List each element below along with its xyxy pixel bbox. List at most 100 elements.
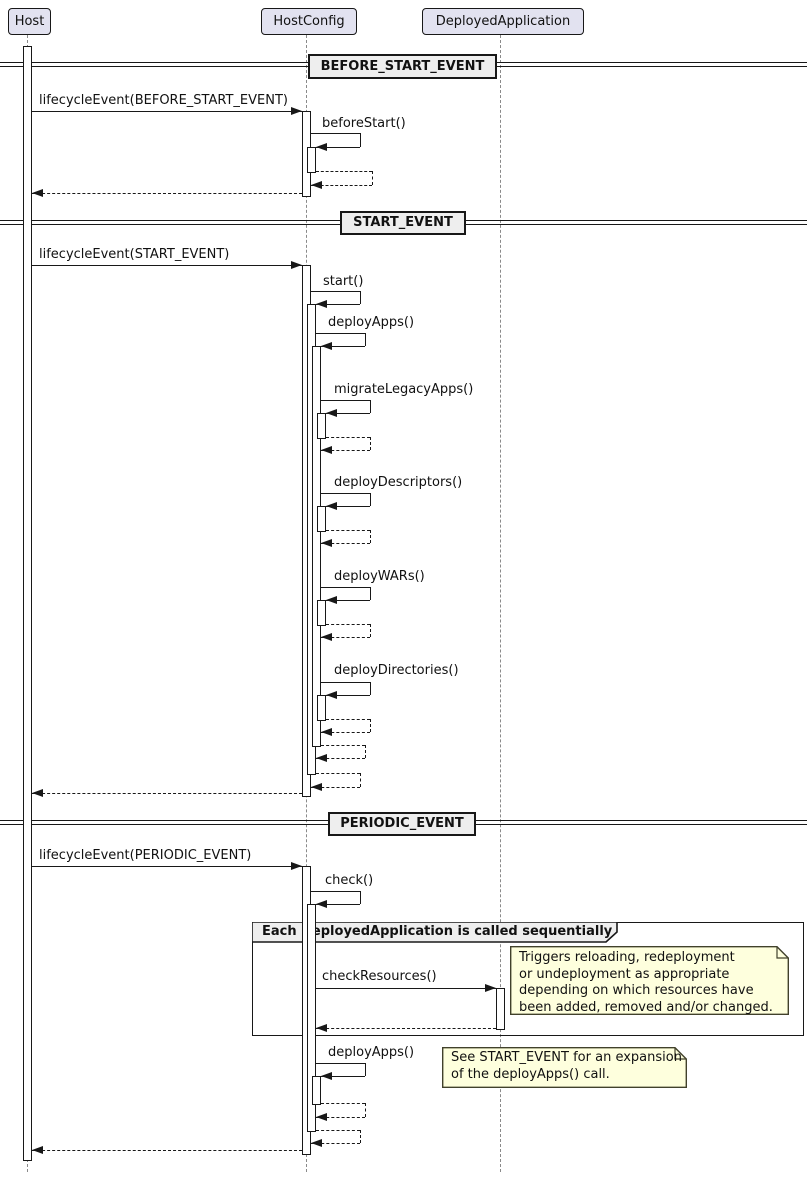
- selfcall-bottom: [326, 695, 370, 696]
- selfcall-bottom: [316, 304, 360, 305]
- note-text: See START_EVENT for an expansion of the …: [451, 1050, 682, 1083]
- arrowhead: [316, 300, 327, 308]
- arrowhead: [326, 409, 337, 417]
- return-right: [365, 1103, 366, 1117]
- message-label-deploydescriptors: deployDescriptors(): [334, 475, 463, 490]
- selfcall-right: [360, 133, 361, 147]
- return-bottom: [311, 787, 360, 788]
- activation-deployedapplication: [496, 988, 505, 1030]
- selfcall-bottom: [326, 413, 370, 414]
- return-bottom: [321, 732, 370, 733]
- note-line: See START_EVENT for an expansion: [451, 1050, 682, 1065]
- message-label-start: start(): [323, 274, 364, 289]
- selfcall-top: [311, 133, 360, 134]
- arrowhead: [316, 900, 327, 908]
- return-right: [365, 745, 366, 758]
- note-line: Triggers reloading, redeployment: [519, 950, 735, 965]
- arrowhead: [321, 633, 332, 641]
- return-top: [326, 624, 370, 625]
- selfcall-bottom: [316, 904, 360, 905]
- selfcall-bottom: [316, 147, 360, 148]
- selfcall-top: [321, 587, 370, 588]
- arrowhead: [326, 596, 337, 604]
- selfcall-top: [321, 400, 370, 401]
- divider-before-start-event: BEFORE_START_EVENT: [308, 54, 497, 79]
- return-bottom: [321, 450, 370, 451]
- note-shape: [442, 1047, 687, 1088]
- activation-deploydirectories: [317, 695, 326, 721]
- selfcall-top: [321, 493, 370, 494]
- selfcall-bottom: [326, 600, 370, 601]
- return-top: [326, 437, 370, 438]
- return-top: [326, 719, 370, 720]
- arrowhead: [291, 261, 302, 269]
- return-top: [316, 171, 372, 172]
- arrowhead: [485, 984, 496, 992]
- arrowhead: [316, 1113, 327, 1121]
- selfcall-top: [321, 682, 370, 683]
- return-right: [370, 719, 371, 732]
- selfcall-bottom: [321, 1076, 365, 1077]
- arrowhead: [316, 1024, 327, 1032]
- activation-migratelegacyapps: [317, 413, 326, 439]
- note-line: been added, removed and/or changed.: [519, 999, 773, 1015]
- selfcall-top: [316, 333, 365, 334]
- return-top: [321, 1103, 365, 1104]
- message-label-lifecycle-before: lifecycleEvent(BEFORE_START_EVENT): [39, 93, 288, 108]
- arrowhead: [321, 1072, 332, 1080]
- arrowhead: [311, 783, 322, 791]
- return-line-start: [32, 793, 302, 794]
- message-label-deploydirectories: deployDirectories(): [334, 663, 459, 678]
- group-header: Each DeployedApplication is called seque…: [251, 921, 618, 943]
- note-check-resources: Triggers reloading, redeployment or unde…: [510, 946, 789, 1015]
- note-deployapps-expansion: See START_EVENT for an expansion of the …: [442, 1047, 687, 1088]
- selfcall-right: [370, 587, 371, 600]
- arrowhead: [311, 181, 322, 189]
- return-bottom: [321, 637, 370, 638]
- note-line: or undeployment as appropriate: [519, 966, 730, 982]
- return-bottom: [311, 1143, 360, 1144]
- message-label-lifecycle-periodic: lifecycleEvent(PERIODIC_EVENT): [39, 848, 252, 863]
- selfcall-right: [365, 333, 366, 346]
- activation-beforestart: [307, 147, 316, 173]
- activation-deploydescriptors: [317, 506, 326, 532]
- selfcall-top: [311, 291, 360, 292]
- arrowhead: [326, 502, 337, 510]
- message-line-checkresources: [316, 988, 496, 989]
- divider-periodic-event: PERIODIC_EVENT: [328, 812, 476, 836]
- activation-check: [307, 904, 316, 1132]
- message-label-deploywars: deployWARs(): [334, 569, 425, 584]
- message-label-checkresources: checkResources(): [322, 969, 437, 984]
- selfcall-right: [370, 682, 371, 695]
- return-right: [360, 1130, 361, 1143]
- group-header-shape: [251, 921, 618, 943]
- selfcall-bottom: [326, 506, 370, 507]
- arrowhead: [321, 539, 332, 547]
- participant-host: Host: [8, 8, 51, 35]
- return-bottom: [316, 1117, 365, 1118]
- message-line-lifecycle-before: [32, 111, 302, 112]
- note-text: Triggers reloading, redeployment or unde…: [519, 950, 773, 1016]
- message-label-beforestart: beforeStart(): [322, 116, 406, 131]
- arrowhead: [311, 1139, 322, 1147]
- arrowhead: [316, 143, 327, 151]
- selfcall-top: [311, 891, 360, 892]
- return-line-periodic: [32, 1150, 302, 1151]
- message-label-deployapps-periodic: deployApps(): [328, 1045, 415, 1060]
- return-top: [316, 1130, 360, 1131]
- activation-host: [23, 46, 32, 1161]
- message-line-lifecycle-periodic: [32, 866, 302, 867]
- arrowhead: [291, 862, 302, 870]
- message-line-lifecycle-start: [32, 265, 302, 266]
- selfcall-right: [365, 1063, 366, 1076]
- arrowhead: [291, 107, 302, 115]
- return-right: [360, 773, 361, 787]
- selfcall-right: [360, 891, 361, 904]
- activation-deployapps: [312, 346, 321, 747]
- message-label-lifecycle-start: lifecycleEvent(START_EVENT): [39, 247, 230, 262]
- return-bottom: [321, 543, 370, 544]
- return-right: [370, 437, 371, 450]
- message-label-check: check(): [325, 873, 374, 888]
- note-line: of the deployApps() call.: [451, 1066, 610, 1082]
